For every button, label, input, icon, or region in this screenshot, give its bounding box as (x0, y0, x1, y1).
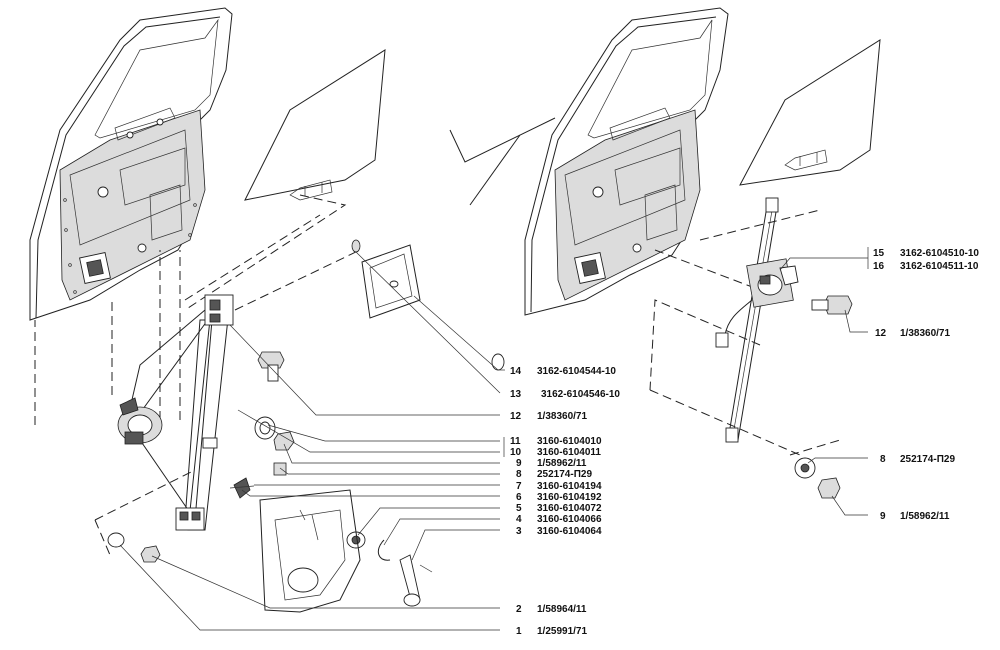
callout-number: 4 (516, 514, 522, 525)
right-door-glass (739, 39, 881, 186)
right-callout-list: 15 3162-6104510-10 16 3162-6104511-10 12… (873, 248, 979, 522)
right-door-panel (449, 7, 729, 316)
callout-number: 5 (516, 503, 522, 514)
left-callout-list: 14 3162-6104544-10 13 3162-6104546-10 12… (510, 366, 620, 637)
callout-number: 7 (516, 481, 522, 492)
speaker-cover (351, 239, 505, 371)
left-small-parts (107, 351, 433, 607)
callout-code: 3160-6104066 (537, 514, 602, 525)
callout-number: 11 (510, 436, 521, 447)
callout-number: 9 (880, 511, 886, 522)
callout-code: 3162-6104544-10 (537, 366, 616, 377)
left-inner-panel (259, 489, 361, 613)
right-window-regulator (715, 197, 853, 499)
callout-code: 252174-П29 (537, 469, 592, 480)
callout-number: 12 (875, 328, 887, 339)
callout-code: 252174-П29 (900, 454, 955, 465)
callout-number: 1 (516, 626, 522, 637)
left-window-regulator (117, 294, 234, 531)
callout-code: 3160-6104010 (537, 436, 602, 447)
callout-code: 3160-6104072 (537, 503, 602, 514)
callout-code: 3162-6104546-10 (541, 389, 620, 400)
callout-number: 16 (873, 261, 885, 272)
right-guide-lines (649, 209, 841, 456)
callout-code: 3160-6104064 (537, 526, 602, 537)
callout-number: 13 (510, 389, 522, 400)
callout-code: 3160-6104194 (537, 481, 602, 492)
callout-code: 3162-6104510-10 (900, 248, 979, 259)
callout-number: 8 (880, 454, 886, 465)
right-leader-lines (779, 247, 869, 516)
callout-code: 3160-6104011 (537, 447, 601, 458)
callout-number: 8 (516, 469, 522, 480)
callout-number: 3 (516, 526, 522, 537)
left-guide-lines (34, 194, 361, 556)
left-door-panel (29, 7, 233, 321)
callout-number: 15 (873, 248, 885, 259)
callout-code: 1/58964/11 (537, 604, 587, 615)
callout-number: 2 (516, 604, 522, 615)
callout-number: 9 (516, 458, 522, 469)
callout-code: 1/58962/11 (537, 458, 587, 469)
callout-number: 12 (510, 411, 522, 422)
callout-number: 10 (510, 447, 522, 458)
callout-code: 1/25991/71 (537, 626, 587, 637)
left-door-glass (244, 49, 386, 201)
callout-code: 1/38360/71 (900, 328, 950, 339)
callout-code: 1/58962/11 (900, 511, 950, 522)
callout-code: 3160-6104192 (537, 492, 602, 503)
callout-number: 14 (510, 366, 522, 377)
callout-number: 6 (516, 492, 522, 503)
callout-code: 1/38360/71 (537, 411, 587, 422)
callout-code: 3162-6104511-10 (900, 261, 979, 272)
left-leader-lines (119, 251, 505, 631)
